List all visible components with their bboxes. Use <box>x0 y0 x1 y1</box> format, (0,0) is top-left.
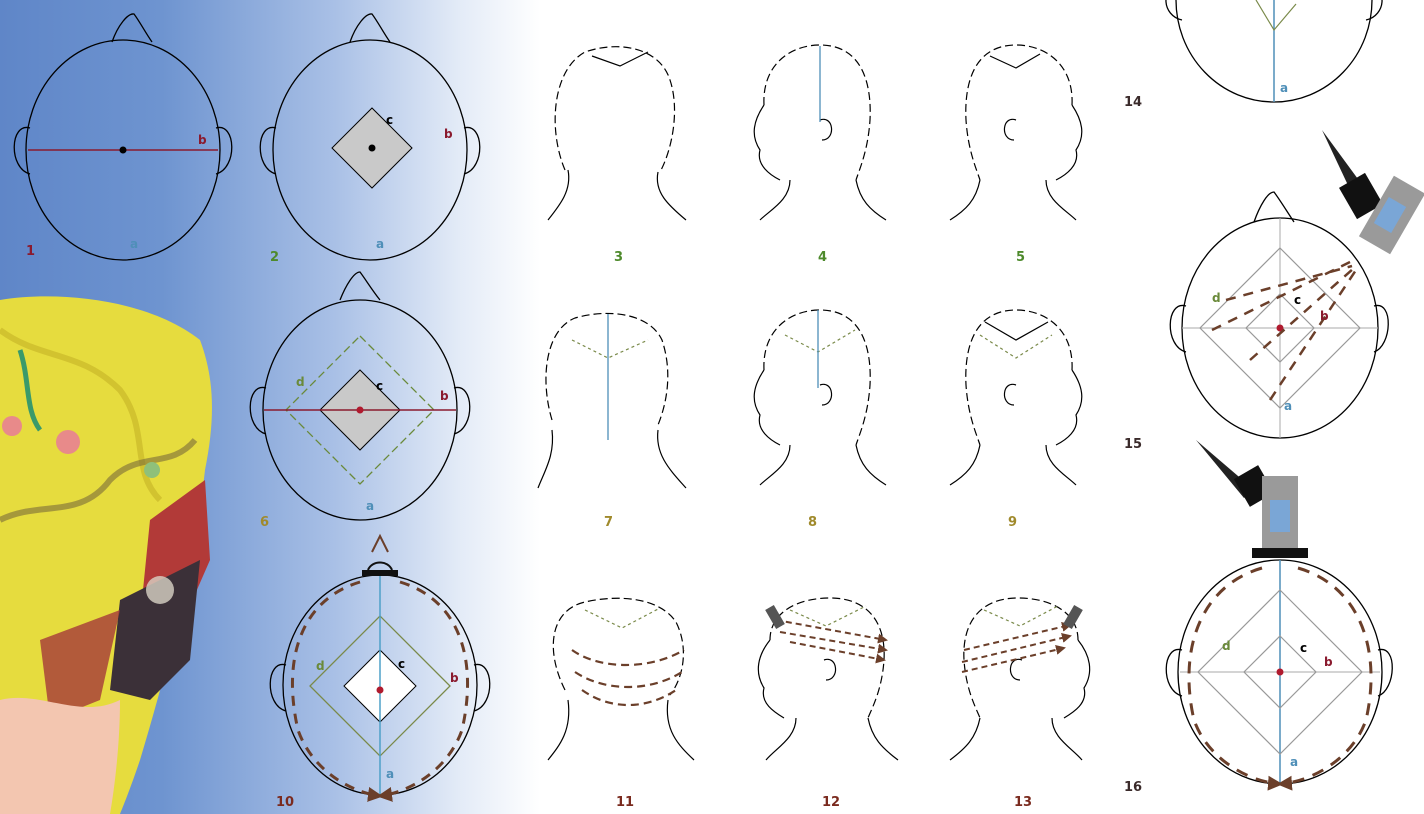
crown-point <box>120 147 127 154</box>
figure-number-5: 5 <box>1016 250 1025 265</box>
figure-number-7: 7 <box>604 515 613 530</box>
letter-a: a <box>376 237 384 251</box>
part-line-d <box>984 606 1058 626</box>
applicator-brush-icon <box>1322 130 1424 254</box>
letter-a: a <box>386 767 394 781</box>
letter-d: d <box>1222 639 1231 653</box>
figure-number-1: 1 <box>26 244 35 259</box>
arrow-row <box>776 620 886 640</box>
applicator-brush-icon <box>1196 440 1308 558</box>
figure-number-8: 8 <box>808 515 817 530</box>
part-line-d <box>785 330 855 352</box>
figure-number-12: 12 <box>822 795 840 810</box>
letter-c: c <box>1300 641 1307 655</box>
figure-5-head-side <box>950 45 1082 220</box>
letter-b: b <box>450 671 459 685</box>
scarf-photo <box>0 296 212 814</box>
letter-b: b <box>1324 655 1333 669</box>
letter-c: c <box>386 113 393 127</box>
crown-point <box>377 687 384 694</box>
arrow-row <box>962 636 1070 662</box>
figure-15-head-top <box>1170 192 1388 438</box>
letter-c: c <box>398 657 405 671</box>
part-line-d <box>572 340 648 358</box>
letter-a: a <box>130 237 138 251</box>
arrow-row <box>572 650 684 665</box>
arrow-row <box>575 672 682 687</box>
brush-icon <box>765 605 785 629</box>
figure-11-head-back <box>548 598 694 760</box>
letter-c: c <box>1294 293 1301 307</box>
arrow-row <box>780 632 886 650</box>
figure-number-6: 6 <box>260 515 269 530</box>
arrow-row <box>582 690 676 705</box>
figure-number-15: 15 <box>1124 437 1142 452</box>
comb-bar <box>362 570 398 576</box>
letter-a: a <box>1284 399 1292 413</box>
application-lines <box>1212 262 1356 400</box>
letter-d: d <box>316 659 325 673</box>
letter-c: c <box>376 379 383 393</box>
brush-icon <box>1063 605 1083 629</box>
tool-tip <box>372 536 388 552</box>
letter-a: a <box>1290 755 1298 769</box>
arrow-row <box>964 625 1070 650</box>
figure-number-3: 3 <box>614 250 623 265</box>
crown-point <box>357 407 364 414</box>
crown-point <box>1277 669 1284 676</box>
part-line-d <box>980 335 1052 358</box>
letter-a: a <box>366 499 374 513</box>
letter-a: a <box>1280 81 1288 95</box>
letter-b: b <box>1320 309 1329 323</box>
figure-7-head-back <box>538 313 686 488</box>
arrow-row <box>790 642 884 660</box>
figure-number-11: 11 <box>616 795 634 810</box>
figure-number-9: 9 <box>1008 515 1017 530</box>
part-line-d <box>790 606 866 626</box>
part-line-d <box>1256 0 1296 30</box>
figure-number-13: 13 <box>1014 795 1032 810</box>
letter-b: b <box>444 127 453 141</box>
arrow-row <box>962 648 1064 672</box>
letter-d: d <box>1212 291 1221 305</box>
figure-8-head-side <box>754 310 886 485</box>
figure-3-head-back <box>548 47 686 220</box>
letter-d: d <box>296 375 305 389</box>
figure-number-2: 2 <box>270 250 279 265</box>
crown-point <box>369 145 376 152</box>
part-line-d <box>585 608 660 628</box>
figure-number-4: 4 <box>818 250 827 265</box>
figure-number-14: 14 <box>1124 95 1142 110</box>
figure-number-10: 10 <box>276 795 294 810</box>
figure-number-16: 16 <box>1124 780 1142 795</box>
letter-b: b <box>440 389 449 403</box>
letter-b: b <box>198 133 207 147</box>
figure-9-head-side <box>950 310 1082 485</box>
